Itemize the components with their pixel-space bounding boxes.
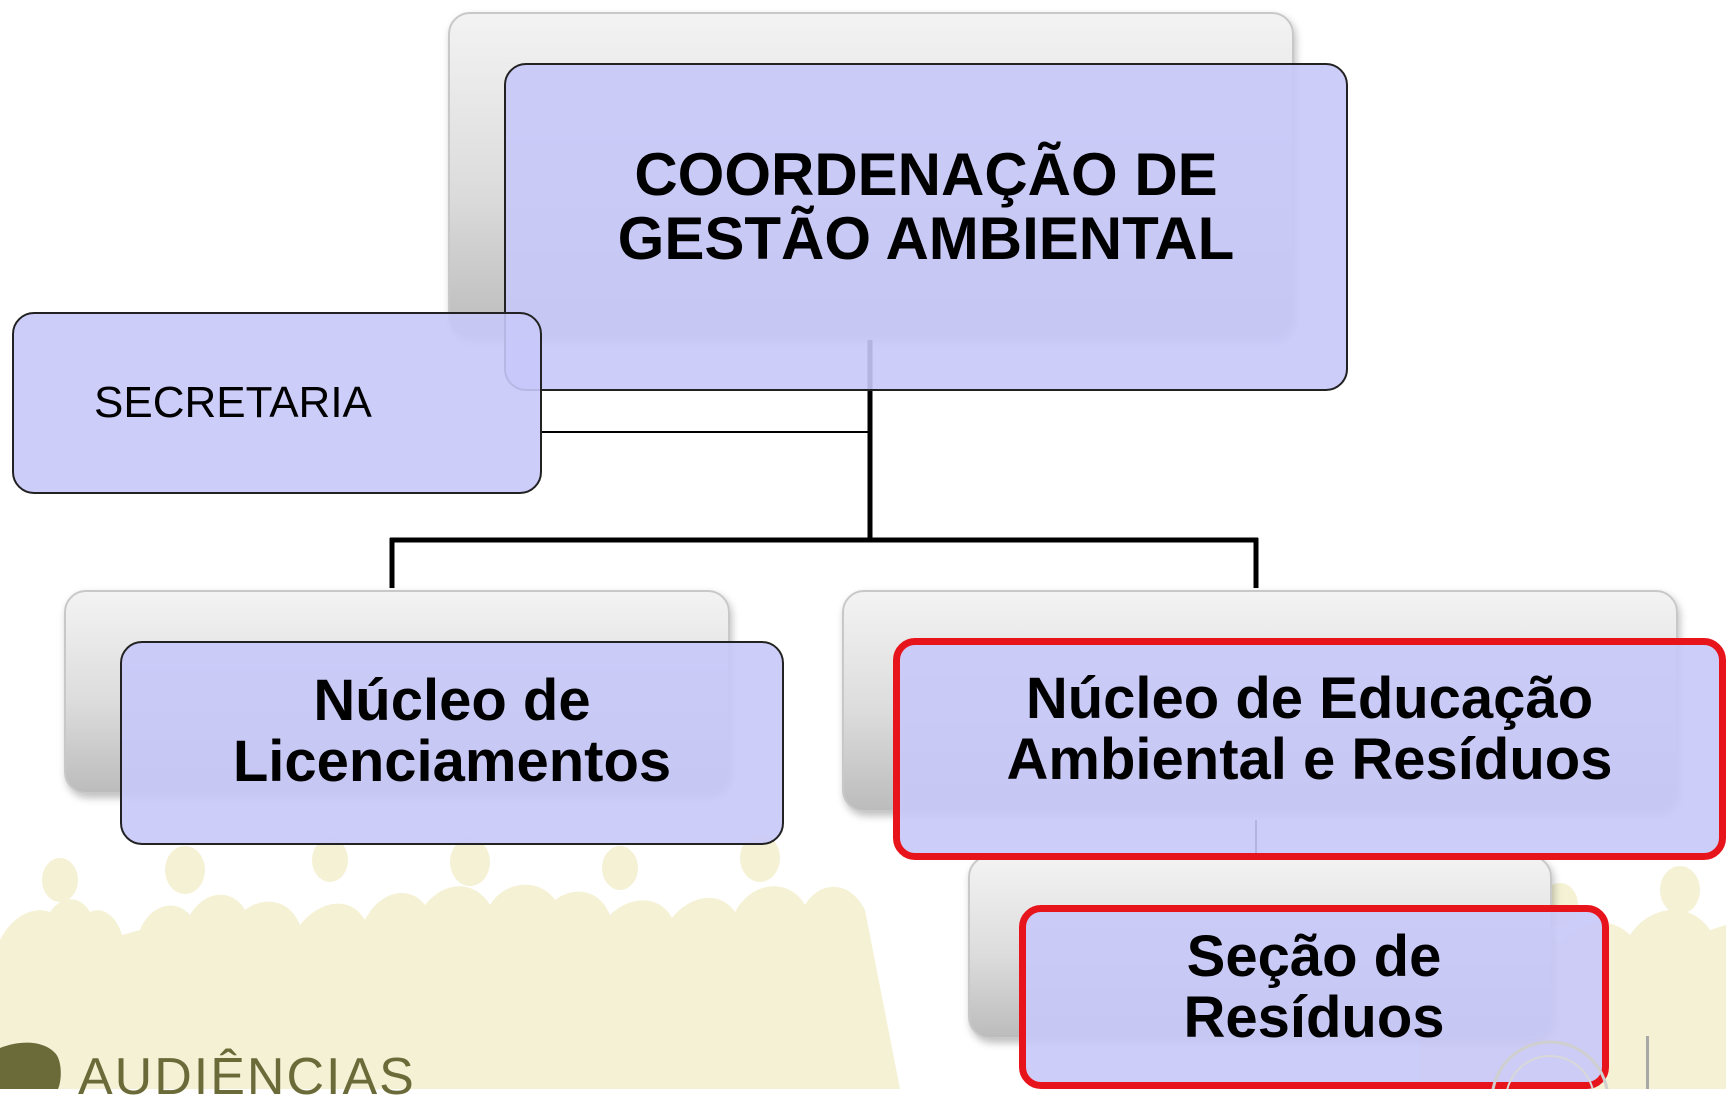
residuos-line1: Seção de	[1186, 923, 1442, 989]
footer-divider	[1646, 1036, 1649, 1089]
coordenacao-label: COORDENAÇÃO DE GESTÃO AMBIENTAL	[618, 143, 1235, 270]
licenciamentos-label: Núcleo de Licenciamentos	[232, 667, 672, 794]
educacao-line1: Núcleo de Educação	[1025, 665, 1594, 731]
licenciamentos-node: Núcleo de Licenciamentos	[120, 641, 784, 845]
licenciamentos-line2: Licenciamentos	[232, 729, 672, 794]
educacao-node: Núcleo de Educação Ambiental e Resíduos	[893, 638, 1726, 860]
educacao-line2: Ambiental e Resíduos	[1006, 727, 1613, 792]
secretaria-node: SECRETARIA	[12, 312, 542, 494]
residuos-label: Seção de Resíduos	[1183, 923, 1445, 1050]
licenciamentos-line1: Núcleo de	[313, 667, 591, 733]
educacao-label: Núcleo de Educação Ambiental e Resíduos	[1006, 665, 1613, 792]
audiencias-logo-icon	[0, 1042, 61, 1089]
coordenacao-node: COORDENAÇÃO DE GESTÃO AMBIENTAL	[504, 63, 1348, 391]
audiencias-logo-text: AUDIÊNCIAS	[78, 1048, 416, 1106]
coordenacao-line2: GESTÃO AMBIENTAL	[617, 205, 1235, 272]
coordenacao-line1: COORDENAÇÃO DE	[634, 141, 1218, 209]
seal-icon	[1491, 1040, 1609, 1089]
secretaria-label: SECRETARIA	[94, 378, 372, 427]
residuos-line2: Resíduos	[1183, 985, 1445, 1050]
